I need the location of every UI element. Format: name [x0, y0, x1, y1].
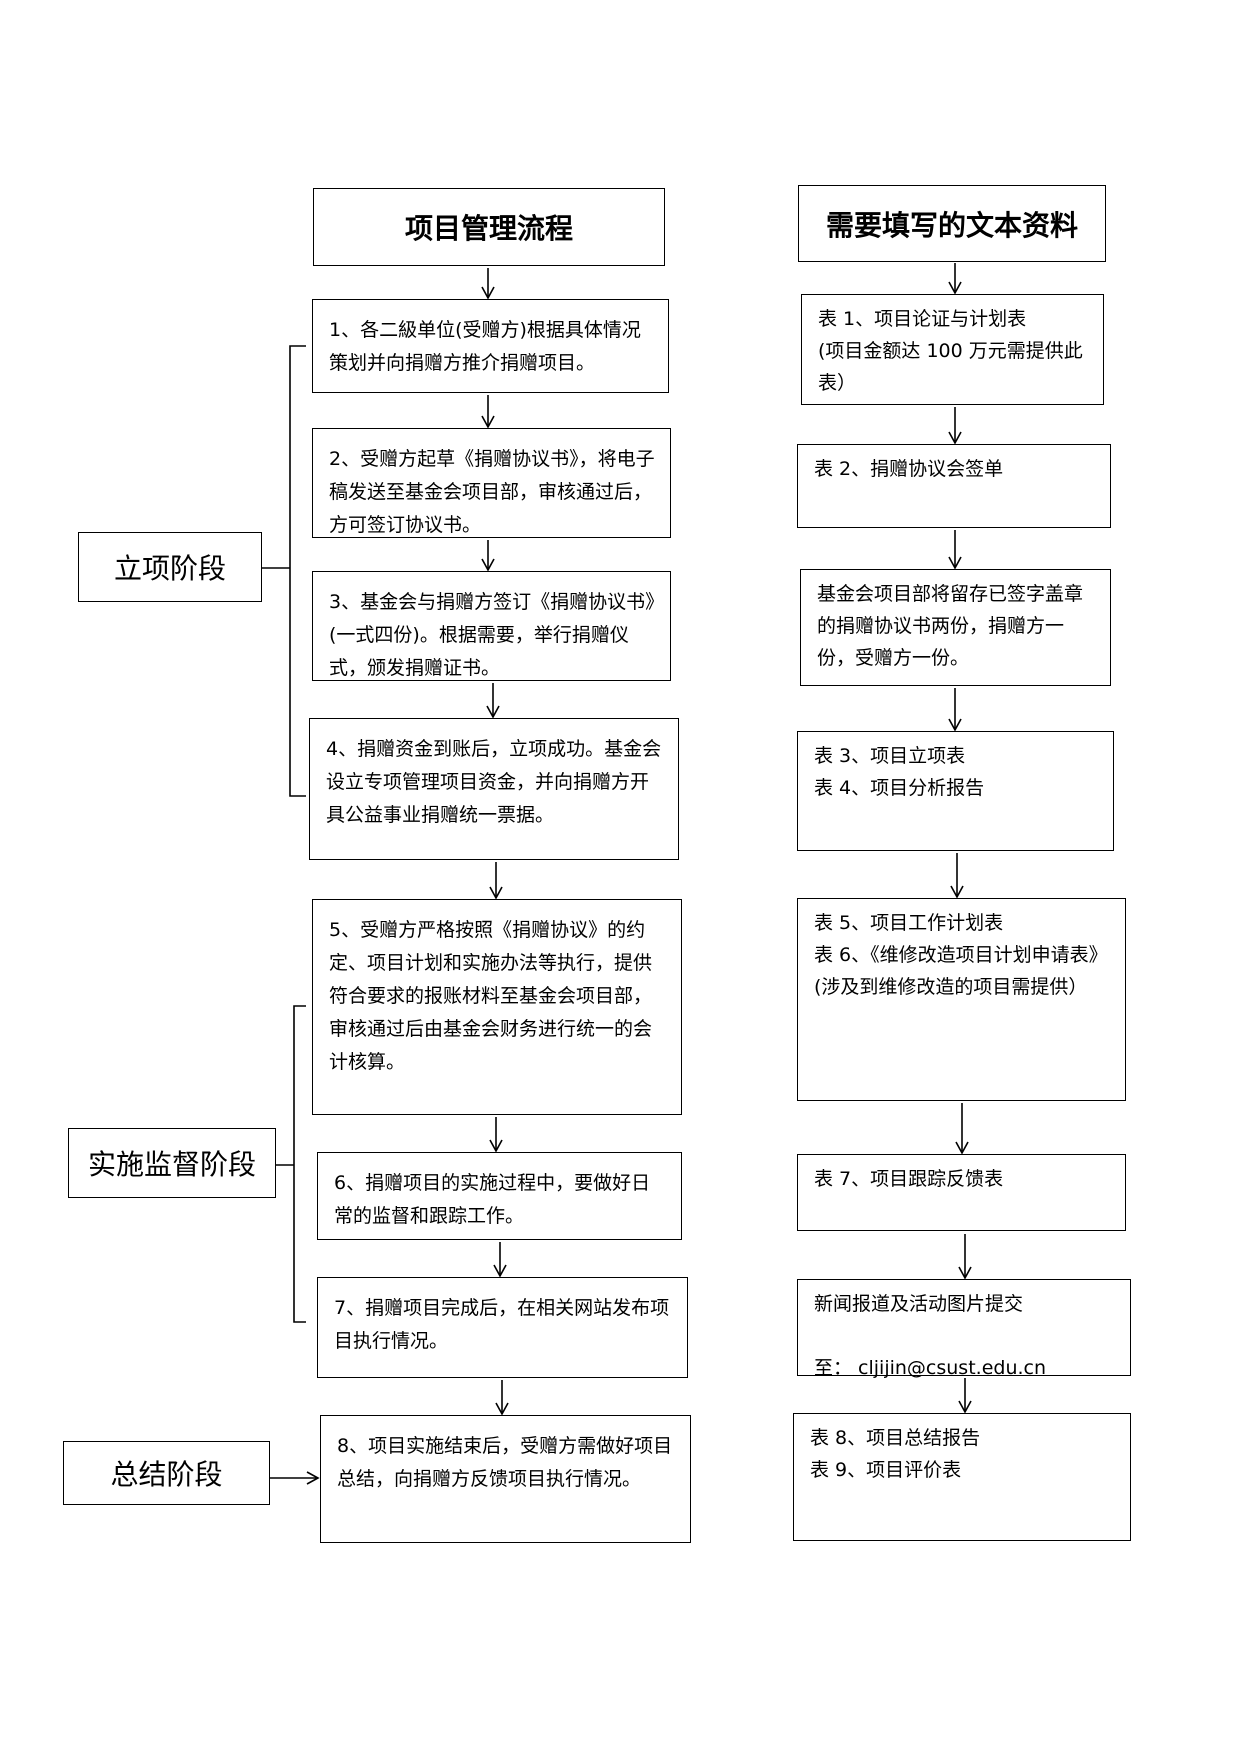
- step-2: 2、受赠方起草《捐赠协议书》，将电子稿发送至基金会项目部，审核通过后，方可签订协…: [312, 428, 671, 538]
- doc-3: 基金会项目部将留存已签字盖章的捐赠协议书两份，捐赠方一份，受赠方一份。: [800, 569, 1111, 686]
- step-8: 8、项目实施结束后，受赠方需做好项目总结，向捐赠方反馈项目执行情况。: [320, 1415, 691, 1543]
- doc-8: 表 8、项目总结报告 表 9、项目评价表: [793, 1413, 1131, 1541]
- step-4: 4、捐赠资金到账后，立项成功。基金会设立专项管理项目资金，并向捐赠方开具公益事业…: [309, 718, 679, 860]
- doc-4: 表 3、项目立项表 表 4、项目分析报告: [797, 731, 1114, 851]
- phase-lixiang: 立项阶段: [78, 532, 262, 602]
- step-3: 3、基金会与捐赠方签订《捐赠协议书》(一式四份)。根据需要，举行捐赠仪式，颁发捐…: [312, 571, 671, 681]
- doc-2: 表 2、捐赠协议会签单: [797, 444, 1111, 528]
- step-5: 5、受赠方严格按照《捐赠协议》的约定、项目计划和实施办法等执行，提供符合要求的报…: [312, 899, 682, 1115]
- doc-1: 表 1、项目论证与计划表 (项目金额达 100 万元需提供此表）: [801, 294, 1104, 405]
- right-title: 需要填写的文本资料: [798, 185, 1106, 262]
- doc-6: 表 7、项目跟踪反馈表: [797, 1154, 1126, 1231]
- step-1: 1、各二級单位(受赠方)根据具体情况策划并向捐赠方推介捐赠项目。: [312, 299, 669, 393]
- doc-5: 表 5、项目工作计划表 表 6、《维修改造项目计划申请表》(涉及到维修改造的项目…: [797, 898, 1126, 1101]
- doc-7: 新闻报道及活动图片提交 至： cljijin@csust.edu.cn: [797, 1279, 1131, 1379]
- bracket-shishi: [293, 1005, 306, 1323]
- left-title: 项目管理流程: [313, 188, 665, 266]
- phase-shishi: 实施监督阶段: [68, 1128, 276, 1198]
- step-6: 6、捐赠项目的实施过程中，要做好日常的监督和跟踪工作。: [317, 1152, 682, 1240]
- step-7: 7、捐赠项目完成后，在相关网站发布项目执行情况。: [317, 1277, 688, 1378]
- phase-zongjie: 总结阶段: [63, 1441, 270, 1505]
- bracket-lixiang: [289, 345, 306, 797]
